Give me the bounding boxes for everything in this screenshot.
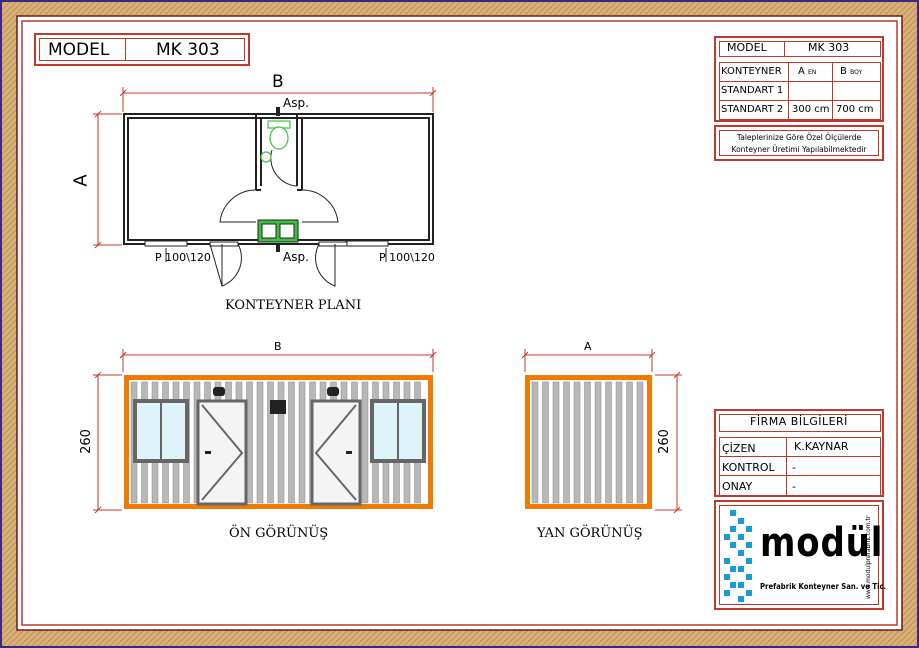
firm-row-2-label: KONTROL — [722, 461, 775, 474]
firm-row-3-value: - — [792, 480, 796, 493]
info-row2-b: 700 cm — [836, 104, 874, 115]
wall-slat — [256, 381, 264, 504]
info-col-b: B BOY — [840, 66, 862, 77]
wall-slat — [636, 381, 644, 504]
wall-slat — [615, 381, 623, 504]
wall-slat — [563, 381, 570, 504]
wall-slat — [542, 381, 549, 504]
plan-title: KONTEYNER PLANI — [225, 298, 362, 313]
logo-blocks-icon — [724, 510, 752, 602]
wall-slat — [584, 381, 591, 504]
wall-slat — [298, 381, 306, 504]
info-model-label: MODEL — [727, 41, 767, 54]
plan-dim-b-label: B — [272, 72, 284, 92]
wall-slat — [626, 381, 633, 504]
wall-slat — [361, 381, 369, 504]
info-col-b-letter: B — [840, 66, 847, 77]
firm-table: FİRMA BİLGİLERİ ÇİZEN K.KAYNAR KONTROL -… — [714, 409, 884, 497]
model-label: MODEL — [48, 40, 110, 60]
wall-slat — [573, 381, 581, 504]
sink-icon — [257, 219, 299, 243]
logo-brand: modül — [760, 520, 884, 566]
info-table: MODEL MK 303 KONTEYNER A EN B BOY STANDA… — [714, 36, 884, 122]
firm-row-2-value: - — [792, 461, 796, 474]
side-dim-h-label: 260 — [656, 429, 672, 454]
model-title-box: MODEL MK 303 — [34, 33, 250, 66]
info-col-a-letter: A — [798, 66, 805, 77]
firm-row-1-value: K.KAYNAR — [794, 440, 849, 453]
wall-slat — [267, 381, 274, 504]
info-model-value: MK 303 — [808, 41, 850, 54]
side-view-title: YAN GÖRÜNÜŞ — [537, 526, 643, 541]
wall-slat — [594, 381, 602, 504]
front-view-title: ÖN GÖRÜNÜŞ — [229, 526, 329, 541]
info-col-a: A EN — [798, 66, 816, 77]
info-row1-label: STANDART 1 — [721, 85, 784, 96]
logo-box: modül Prefabrik Konteyner San. ve Tic. w… — [714, 500, 887, 610]
note-line-2: Konteyner Üretimi Yapılabilmektedir — [731, 145, 867, 154]
plan-asp-bottom: Asp. — [283, 250, 309, 264]
wall-slat — [277, 381, 285, 504]
info-col-header: KONTEYNER — [721, 66, 782, 77]
firm-row-1-label: ÇİZEN — [722, 442, 756, 455]
logo-subtitle: Prefabrik Konteyner San. ve Tic. — [760, 582, 887, 591]
front-dim-b-label: B — [274, 340, 282, 353]
info-col-b-sub: BOY — [850, 69, 863, 76]
plan-asp-top: Asp. — [283, 96, 309, 110]
wall-slat — [552, 381, 560, 504]
info-row2-label: STANDART 2 — [721, 104, 784, 115]
wall-slat — [605, 381, 612, 504]
wall-slat — [531, 381, 539, 504]
wall-slat — [288, 381, 295, 504]
note-line-1: Taleplerinize Göre Özel Ölçülerde — [736, 133, 862, 142]
plan-window-left: P 100\120 — [155, 251, 211, 264]
info-col-a-sub: EN — [808, 69, 817, 76]
toilet-icon — [260, 120, 291, 163]
note-box: Taleplerinize Göre Özel Ölçülerde Kontey… — [714, 125, 884, 161]
side-dim-a-label: A — [584, 340, 592, 353]
firm-title: FİRMA BİLGİLERİ — [750, 415, 848, 428]
plan-window-right: P 100\120 — [379, 251, 435, 264]
info-row2-a: 300 cm — [792, 104, 830, 115]
model-value: MK 303 — [156, 40, 220, 60]
firm-row-3-label: ONAY — [722, 480, 753, 493]
